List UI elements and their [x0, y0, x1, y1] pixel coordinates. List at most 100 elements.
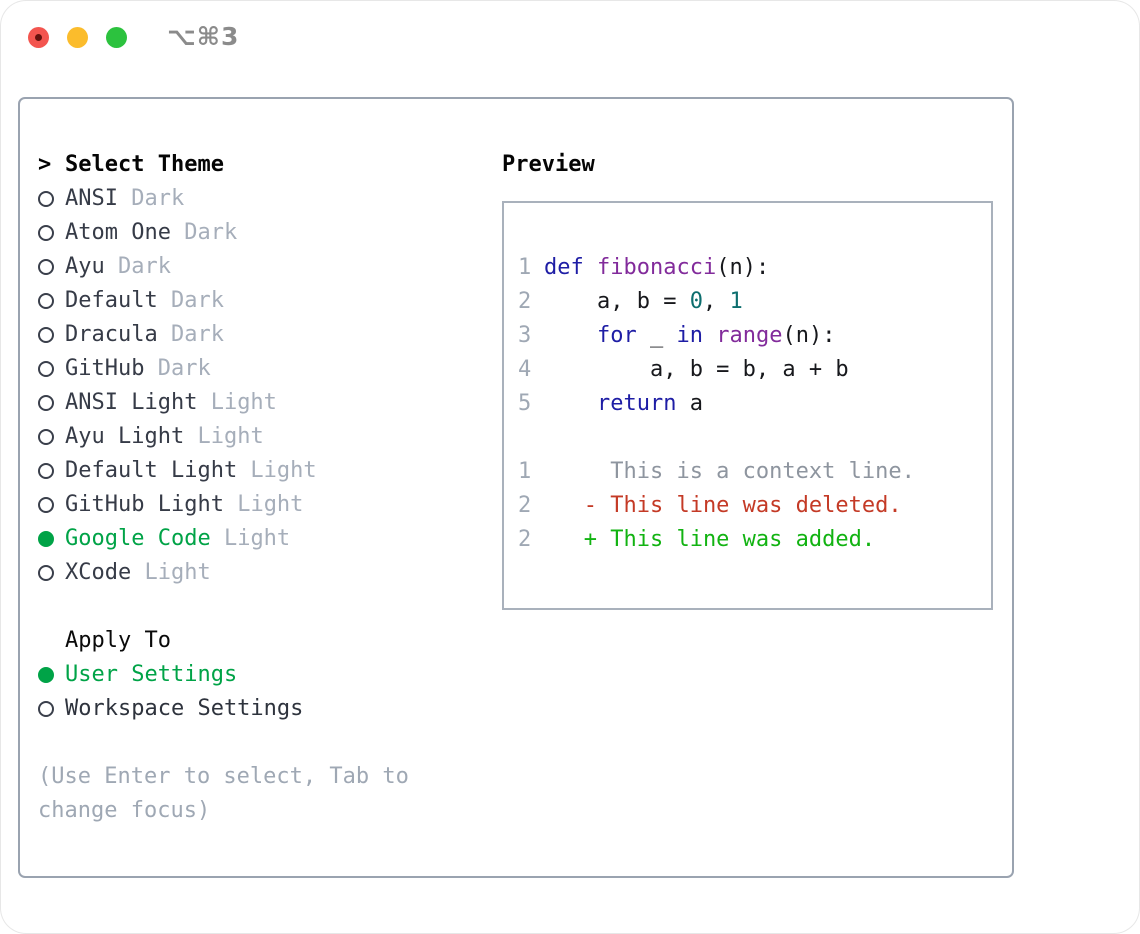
theme-name: Atom One [65, 220, 171, 245]
radio-icon [38, 386, 65, 420]
preview-line [518, 421, 991, 455]
close-button[interactable] [28, 27, 49, 48]
theme-variant-tag: Light [210, 526, 291, 551]
code-token-pln [584, 255, 597, 280]
theme-option-google-code[interactable]: Google Code Light [38, 522, 482, 556]
code-token-pln: (n): [782, 323, 836, 348]
line-number: 2 [518, 527, 532, 552]
theme-option-ayu-light[interactable]: Ayu Light Light [38, 420, 482, 454]
apply-to-heading: Apply To [38, 624, 482, 658]
radio-selected-icon [38, 658, 65, 692]
theme-option-atom-one[interactable]: Atom One Dark [38, 216, 482, 250]
code-token-pln: a, b = [544, 289, 690, 314]
preview-heading: Preview [502, 148, 992, 182]
theme-option-ayu[interactable]: Ayu Dark [38, 250, 482, 284]
code-token-ctx: This is a context line. [544, 459, 915, 484]
theme-name: Google Code [65, 526, 211, 551]
preview-line: 5 return a [518, 387, 991, 421]
code-token-kw: for [596, 323, 637, 348]
code-token-kw: in [676, 323, 703, 348]
theme-variant-tag: Dark [144, 356, 211, 381]
theme-name: XCode [65, 560, 132, 585]
line-number: 4 [518, 357, 532, 382]
apply-option-workspace-settings[interactable]: Workspace Settings [38, 692, 482, 726]
radio-icon [38, 182, 65, 216]
spacer [38, 590, 482, 624]
close-dot-icon [35, 34, 42, 41]
theme-option-github-light[interactable]: GitHub Light Light [38, 488, 482, 522]
code-token-kw: def [544, 255, 584, 280]
theme-option-ansi-light[interactable]: ANSI Light Light [38, 386, 482, 420]
theme-option-ansi[interactable]: ANSI Dark [38, 182, 482, 216]
cursor-icon: > [38, 152, 52, 177]
theme-name: ANSI Light [65, 390, 198, 415]
theme-name: ANSI [65, 186, 118, 211]
apply-option-label: Workspace Settings [65, 696, 304, 721]
line-number: 5 [518, 391, 532, 416]
theme-variant-tag: Dark [117, 186, 185, 211]
code-token-pln: (n): [716, 255, 770, 280]
line-number: 2 [518, 493, 532, 518]
line-number: 2 [518, 289, 532, 314]
code-token-kw: return [596, 391, 677, 416]
theme-variant-tag: Dark [157, 288, 224, 313]
theme-name: Ayu Light [65, 424, 185, 449]
preview-heading-label: Preview [502, 152, 595, 177]
line-number: 1 [518, 459, 532, 484]
apply-option-user-settings[interactable]: User Settings [38, 658, 482, 692]
theme-option-default-light[interactable]: Default Light Light [38, 454, 482, 488]
theme-variant-tag: Light [237, 458, 317, 483]
preview-line: 2 + This line was added. [518, 523, 991, 557]
code-token-add: + This line was added. [544, 527, 876, 552]
code-token-pln [703, 323, 716, 348]
code-token-fn: fibonacci [597, 255, 717, 280]
apply-option-label: User Settings [65, 662, 238, 687]
theme-option-dracula[interactable]: Dracula Dark [38, 318, 482, 352]
radio-icon [38, 488, 65, 522]
minimize-button[interactable] [67, 27, 88, 48]
preview-line: 4 a, b = b, a + b [518, 353, 991, 387]
theme-name: Ayu [65, 254, 105, 279]
theme-variant-tag: Dark [170, 220, 238, 245]
preview-line: 2 a, b = 0, 1 [518, 285, 991, 319]
code-token-del: - This line was deleted. [544, 493, 902, 518]
radio-icon [38, 250, 65, 284]
apply-to-heading-label: Apply To [65, 628, 171, 653]
theme-name: GitHub Light [65, 492, 224, 517]
theme-name: GitHub [65, 356, 145, 381]
select-theme-heading: >Select Theme [38, 148, 482, 182]
code-token-pln: _ [636, 323, 677, 348]
radio-icon [38, 556, 65, 590]
window-titlebar: ⌥⌘3 [0, 0, 1140, 70]
help-text: (Use Enter to select, Tab to change focu… [38, 764, 409, 823]
theme-variant-tag: Light [184, 424, 264, 449]
code-token-pln: a [676, 391, 703, 416]
theme-name: Default Light [65, 458, 238, 483]
window-title: ⌥⌘3 [167, 22, 240, 51]
theme-option-github[interactable]: GitHub Dark [38, 352, 482, 386]
radio-selected-icon [38, 522, 65, 556]
radio-icon [38, 352, 65, 386]
radio-icon [38, 284, 65, 318]
theme-variant-tag: Light [197, 390, 277, 415]
line-number: 3 [518, 323, 532, 348]
theme-variant-tag: Dark [104, 254, 171, 279]
code-token-pln [544, 391, 597, 416]
preview-line: 3 for _ in range(n): [518, 319, 991, 353]
theme-name: Default [65, 288, 158, 313]
code-token-fn: range [716, 323, 783, 348]
code-token-num: 1 [729, 289, 743, 314]
theme-option-xcode[interactable]: XCode Light [38, 556, 482, 590]
code-token-num: 0 [689, 289, 703, 314]
theme-option-default[interactable]: Default Dark [38, 284, 482, 318]
preview-line: 1 This is a context line. [518, 455, 991, 489]
maximize-button[interactable] [106, 27, 127, 48]
